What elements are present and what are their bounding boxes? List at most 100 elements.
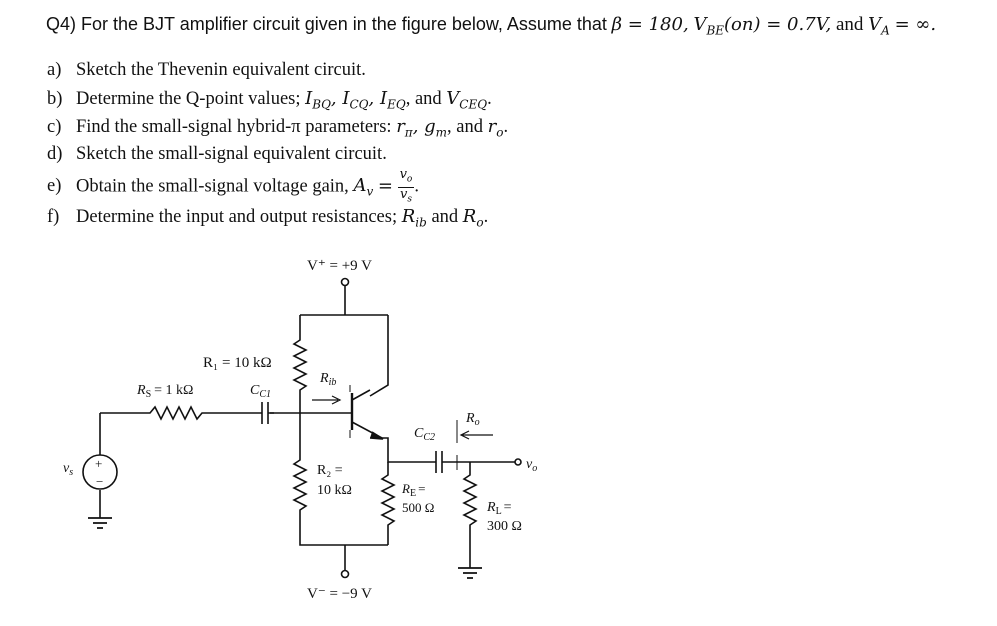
ro-arrow-icon bbox=[459, 430, 493, 440]
item-text: Sketch the Thevenin equivalent circuit. bbox=[76, 60, 366, 80]
item-label: e) bbox=[47, 176, 62, 197]
rl-label: R bbox=[486, 500, 496, 515]
re-equals: = bbox=[418, 481, 425, 496]
item-e: e)Obtain the small-signal voltage gain, … bbox=[47, 168, 419, 206]
rib-label-sub: ib bbox=[329, 377, 337, 388]
av-symbol: A bbox=[353, 175, 367, 197]
vo-terminal bbox=[514, 458, 522, 466]
item-text: Determine the input and output resistanc… bbox=[76, 207, 398, 227]
item-text: Find the small-signal hybrid-π parameter… bbox=[76, 117, 392, 137]
question-prefix: Q4) For the BJT amplifier circuit given … bbox=[46, 14, 607, 34]
rl-equals: = bbox=[504, 500, 512, 515]
source-minus: − bbox=[96, 474, 103, 489]
rib-subscript: ib bbox=[415, 215, 427, 230]
rl-value: 300 Ω bbox=[487, 519, 522, 534]
ro-out-subscript: o bbox=[476, 215, 484, 230]
item-label: d) bbox=[47, 144, 63, 164]
item-text: Sketch the small-signal equivalent circu… bbox=[76, 144, 387, 164]
r1-label: R₁ = 10 kΩ bbox=[203, 355, 272, 371]
svg-text:CC1: CC1 bbox=[250, 383, 271, 400]
r2-label-bottom: 10 kΩ bbox=[317, 483, 352, 498]
svg-text:RL=: RL= bbox=[486, 500, 512, 517]
ro-out-symbol: R bbox=[462, 206, 477, 227]
item-tail: . bbox=[483, 207, 489, 227]
vplus-terminal bbox=[340, 277, 350, 287]
item-text: Determine the Q-point values; bbox=[76, 89, 301, 109]
rs-label-sub: S bbox=[146, 389, 152, 400]
vs-label: v bbox=[63, 461, 70, 476]
rl-resistor bbox=[462, 462, 478, 568]
item-c: c)Find the small-signal hybrid-π paramet… bbox=[47, 116, 508, 140]
cc2-capacitor bbox=[430, 451, 515, 473]
gm-subscript: m bbox=[435, 125, 448, 140]
vs-label-sub: s bbox=[69, 467, 73, 478]
emitter-arrow-icon bbox=[369, 431, 384, 440]
item-label: a) bbox=[47, 60, 62, 80]
item-tail: . bbox=[503, 117, 509, 137]
and-word: , and bbox=[405, 89, 442, 109]
va-subscript: A bbox=[881, 23, 890, 38]
svg-text:vs: vs bbox=[63, 461, 73, 478]
item-label: f) bbox=[47, 207, 60, 227]
vs-source bbox=[82, 454, 118, 490]
vminus-label: V⁻ = −9 V bbox=[307, 586, 372, 602]
source-plus: + bbox=[95, 456, 102, 471]
icq-subscript: CQ bbox=[349, 97, 369, 112]
cc1-label-sub: C1 bbox=[259, 389, 271, 400]
vbe-value: (on) = 0.7V, bbox=[724, 14, 832, 35]
svg-text:Ro: Ro bbox=[465, 411, 480, 428]
ibq-symbol: I bbox=[305, 88, 313, 109]
collector-lead bbox=[351, 389, 371, 401]
vo-label: v bbox=[526, 457, 533, 472]
r1-resistor bbox=[292, 315, 308, 455]
r2-resistor bbox=[292, 455, 388, 546]
va-symbol: V bbox=[868, 14, 882, 35]
and-word: , and bbox=[447, 117, 484, 137]
item-label: b) bbox=[47, 89, 63, 109]
svg-text:RS= 1 kΩ: RS= 1 kΩ bbox=[136, 383, 193, 400]
vplus-wire bbox=[300, 286, 388, 316]
rs-value: = 1 kΩ bbox=[154, 383, 193, 398]
vceq-symbol: V bbox=[446, 88, 460, 109]
equals-sign: = bbox=[377, 175, 393, 197]
rpi-subscript: π bbox=[404, 125, 413, 140]
svg-text:vo: vo bbox=[526, 457, 537, 474]
svg-text:Rib: Rib bbox=[319, 371, 336, 388]
vbe-symbol: V bbox=[693, 14, 707, 35]
numerator-subscript: o bbox=[406, 174, 413, 185]
item-text: Obtain the small-signal voltage gain, bbox=[76, 176, 349, 197]
gm-symbol: , g bbox=[412, 116, 436, 137]
cc1-label: C bbox=[250, 383, 260, 398]
item-d: d) Sketch the small-signal equivalent cir… bbox=[47, 144, 387, 165]
cc2-label: C bbox=[414, 426, 424, 441]
rib-arrow-icon bbox=[312, 395, 342, 405]
ibq-subscript: BQ bbox=[312, 97, 331, 112]
item-tail: . bbox=[414, 176, 419, 197]
av-subscript: v bbox=[366, 184, 374, 199]
rs-resistor bbox=[100, 405, 255, 421]
ground-icon-rl bbox=[458, 567, 482, 579]
item-tail: . bbox=[487, 89, 492, 109]
re-resistor bbox=[380, 462, 396, 545]
va-value: = ∞. bbox=[894, 14, 937, 35]
ieq-symbol: , I bbox=[368, 88, 388, 109]
icq-symbol: , I bbox=[330, 88, 350, 109]
re-label: R bbox=[401, 481, 410, 496]
rib-label: R bbox=[319, 371, 329, 386]
and-word: and bbox=[431, 207, 459, 227]
beta-value: β = 180, bbox=[611, 14, 689, 35]
ieq-subscript: EQ bbox=[387, 97, 406, 112]
ro-subscript: o bbox=[496, 125, 504, 140]
rpi-symbol: r bbox=[396, 116, 405, 137]
re-label-sub: E bbox=[410, 488, 416, 499]
rs-label: R bbox=[136, 383, 146, 398]
rib-symbol: R bbox=[401, 206, 416, 227]
vminus-terminal bbox=[340, 569, 350, 579]
ro-label-sub: o bbox=[475, 417, 480, 428]
cc2-label-sub: C2 bbox=[423, 432, 435, 443]
vbe-subscript: BE bbox=[706, 23, 725, 38]
item-b: b)Determine the Q-point values; IBQ, ICQ… bbox=[47, 88, 492, 112]
svg-text:RE=: RE= bbox=[401, 481, 425, 499]
